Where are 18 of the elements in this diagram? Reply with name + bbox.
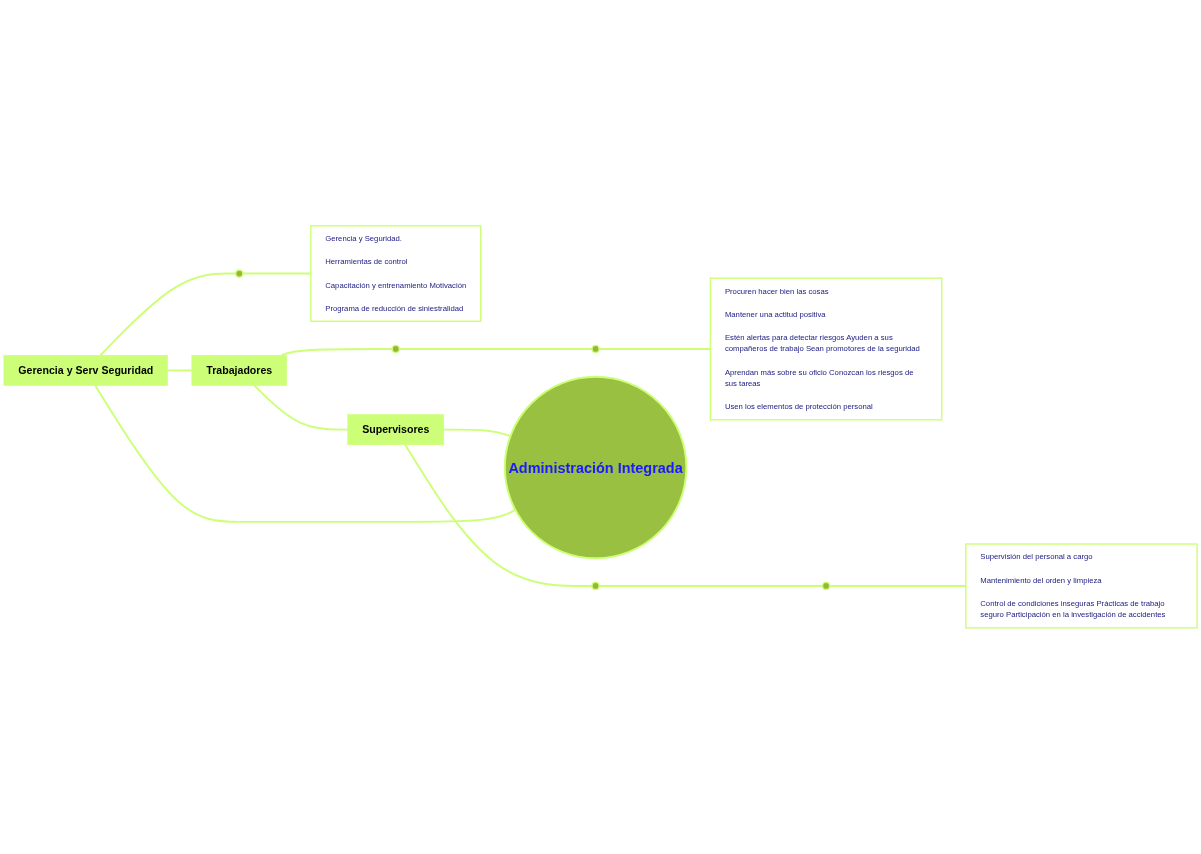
node-box: Trabajadores bbox=[191, 355, 287, 386]
connector bbox=[99, 272, 237, 357]
connector bbox=[398, 348, 593, 351]
connector bbox=[253, 384, 349, 431]
connector bbox=[94, 384, 517, 523]
connector bbox=[404, 444, 593, 588]
node-circle bbox=[234, 269, 244, 279]
node-box: Gerencia y Serv Seguridad bbox=[3, 355, 168, 386]
node-circle bbox=[821, 581, 831, 591]
node-box: Supervisores bbox=[347, 414, 445, 446]
node-circle bbox=[391, 344, 401, 354]
node-circle bbox=[591, 344, 600, 354]
connector bbox=[442, 428, 512, 438]
node-circle bbox=[591, 581, 600, 591]
connector bbox=[598, 585, 824, 588]
connector bbox=[280, 348, 394, 357]
connector bbox=[166, 369, 193, 372]
node-circle: Administración Integrada bbox=[503, 375, 688, 560]
